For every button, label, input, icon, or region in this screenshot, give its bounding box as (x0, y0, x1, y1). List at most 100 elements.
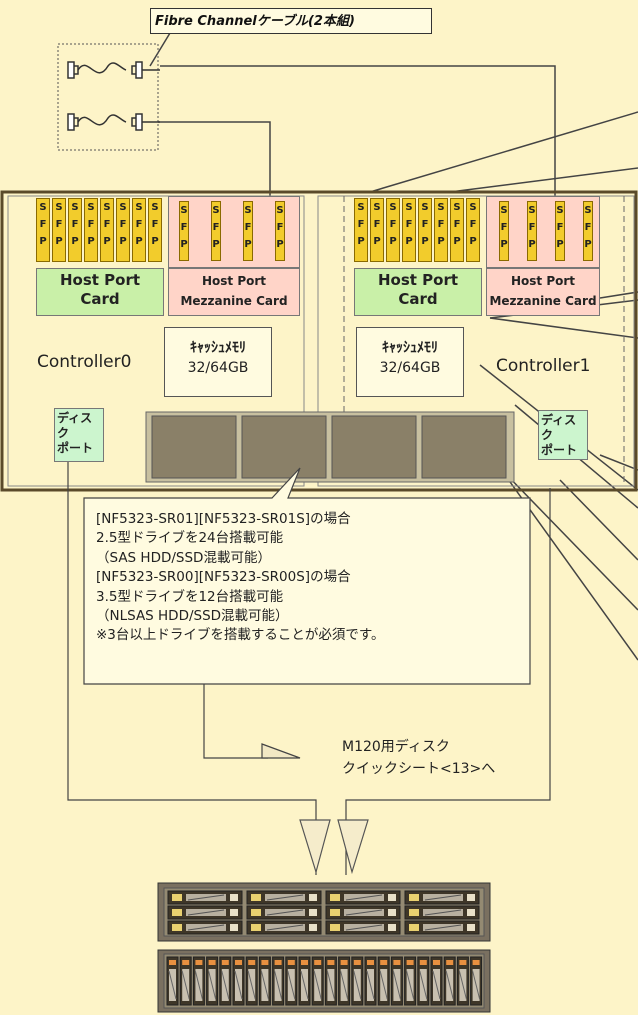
lff-drive (246, 905, 322, 920)
sff-drive (311, 956, 324, 1006)
lff-drive (325, 920, 401, 935)
controller1-frame (317, 195, 635, 487)
sff-drive (206, 956, 219, 1006)
callout-line: ※3台以上ドライブを搭載することが必須です。 (96, 627, 385, 644)
sff-drive (364, 956, 377, 1006)
quick-sheet-link[interactable]: M120用ディスク クイックシート<13>へ (342, 739, 496, 777)
lff-drive (167, 905, 243, 920)
leader-drivebay (499, 467, 638, 611)
lff-drive (404, 890, 480, 905)
arrow-right-down (337, 819, 369, 875)
sff-drive (430, 956, 443, 1006)
sff-drive (272, 956, 285, 1006)
fc-cable-label: Fibre Channelケーブル(2本組) (150, 8, 432, 34)
sff-drive (285, 956, 298, 1006)
leader-host-port-1 (369, 111, 638, 193)
leader-diskport-2 (559, 479, 638, 561)
sff-drive (351, 956, 364, 1006)
controller0-host-port-card: Host Port Card (36, 268, 164, 316)
callout-line: （NLSAS HDD/SSD混載可能） (96, 608, 289, 625)
leader-mezz-3 (599, 291, 638, 299)
sff-drive (232, 956, 245, 1006)
cable-group-box (57, 43, 159, 151)
callout-line: 2.5型ドライブを24台搭載可能 (96, 530, 284, 547)
controller1-label: Controller1 (496, 356, 591, 376)
cable-2-route (158, 121, 271, 200)
sff-drive (219, 956, 232, 1006)
sff-drive (338, 956, 351, 1006)
sff-drive (258, 956, 271, 1006)
controller0-mezzanine-card: Host Port Mezzanine Card (168, 268, 300, 316)
callout-line: （SAS HDD/SSD混載可能） (96, 549, 271, 566)
quick-arrow-head (261, 743, 301, 759)
sff-drive (377, 956, 390, 1006)
drive-enclosure-12 (157, 882, 491, 942)
drive-enclosure-24 (157, 949, 491, 1013)
controller0-label: Controller0 (37, 352, 132, 372)
leader-mezz-2 (489, 317, 638, 339)
fc-label-leader-1 (149, 32, 171, 67)
sff-drive (390, 956, 403, 1006)
controller1-cache: ｷｬｯｼｭﾒﾓﾘ 32/64GB (356, 327, 464, 397)
lff-drive (325, 905, 401, 920)
sff-drive (404, 956, 417, 1006)
sff-drive (456, 956, 469, 1006)
leader-diskport (599, 454, 638, 471)
lff-drive (167, 890, 243, 905)
sff-drive (417, 956, 430, 1006)
sff-drive (179, 956, 192, 1006)
sff-drive (324, 956, 337, 1006)
lff-drive (167, 920, 243, 935)
fc-cable-icon (67, 61, 160, 131)
controller1-disk-port: ディスク ポート (538, 410, 588, 460)
arrow-left-down (299, 819, 331, 875)
controller0-frame (7, 195, 305, 487)
quick-arrow-line (203, 684, 268, 759)
controller0-disk-port: ディスク ポート (54, 408, 104, 462)
lff-drive (246, 920, 322, 935)
lff-drive (404, 905, 480, 920)
sff-drive (245, 956, 258, 1006)
callout-line: 3.5型ドライブを12台搭載可能 (96, 588, 284, 605)
sff-drive (443, 956, 456, 1006)
controller1-mezzanine-card: Host Port Mezzanine Card (486, 268, 600, 316)
lff-drive (325, 890, 401, 905)
sff-drive (192, 956, 205, 1006)
callout-bubble (83, 467, 531, 685)
cable-1-route (160, 65, 556, 200)
callout-line: [NF5323-SR00][NF5323-SR00S]の場合 (96, 569, 351, 586)
sff-drive (470, 956, 483, 1006)
enclosure-frame (0, 190, 638, 492)
lff-drive (404, 920, 480, 935)
callout-line: [NF5323-SR01][NF5323-SR01S]の場合 (96, 511, 351, 527)
sff-drive (298, 956, 311, 1006)
callout-text: [NF5323-SR01][NF5323-SR01S]の場合 2.5型ドライブを… (84, 494, 532, 684)
